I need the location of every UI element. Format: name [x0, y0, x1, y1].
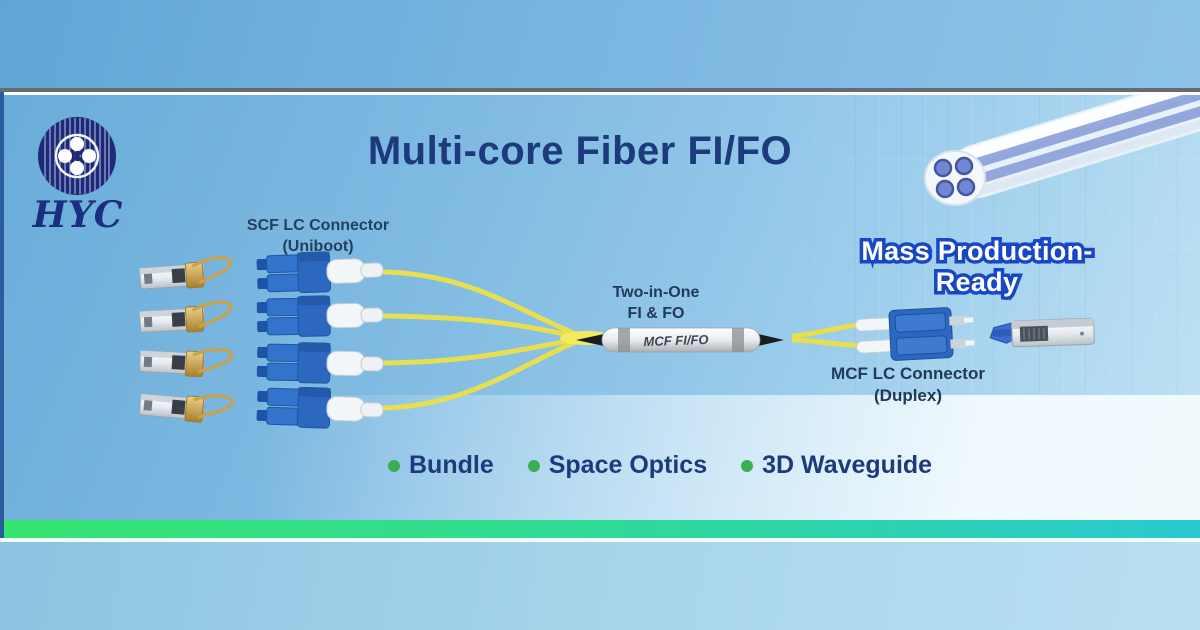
scf-lc-uniboot-connector-image [256, 294, 387, 338]
mcf-fifo-device-image [576, 327, 784, 353]
top-background-band [0, 0, 1200, 88]
hyc-logo-icon [38, 117, 116, 195]
scf-lc-uniboot-connector-image [256, 341, 387, 385]
top-divider-white [0, 92, 1200, 96]
gradient-accent-bar [0, 520, 1200, 538]
left-edge-strip [0, 92, 4, 538]
scf-connector-line1: SCF LC Connector [246, 217, 390, 234]
feature-item-bundle: Bundle [388, 451, 494, 480]
two-in-one-line1: Two-in-One [612, 284, 700, 301]
bottom-background-band [0, 542, 1200, 630]
scf-connector-callout: SCF LC Connector (Uniboot) [228, 216, 408, 258]
bullet-dot-icon [527, 459, 540, 472]
mass-production-ready-text: Mass Production-Ready Mass Production-Re… [832, 233, 1122, 301]
mass-production-ready-outline: Mass Production-Ready [858, 233, 1096, 301]
mass-production-ready-fill: Mass Production-Ready [861, 236, 1093, 297]
feature-list: Bundle Space Optics 3D Waveguide [388, 451, 932, 480]
scene-panel: HYC Multi-core Fiber FI/FO [0, 95, 1200, 520]
feature-label: Bundle [409, 451, 494, 479]
feature-label: Space Optics [548, 451, 708, 479]
fiber-cables-graphic [381, 269, 867, 411]
two-in-one-line2: FI & FO [627, 304, 685, 322]
mcf-lc-duplex-connector-image [855, 304, 988, 365]
scf-connector-line2: (Uniboot) [282, 237, 354, 255]
bullet-dot-icon [741, 459, 754, 472]
feature-item-space-optics: Space Optics [527, 451, 708, 480]
two-in-one-callout: Two-in-One FI & FO [571, 283, 741, 325]
feature-item-3d-waveguide: 3D Waveguide [741, 451, 932, 480]
multicore-fiber-cross-section-image [924, 95, 1200, 206]
page-title: Multi-core Fiber FI/FO [367, 129, 793, 173]
sfp-transceiver-image [137, 339, 239, 384]
sfp-transceiver-image [136, 383, 239, 432]
mcf-connector-callout: MCF LC Connector (Duplex) [823, 363, 993, 407]
mcf-connector-line1: MCF LC Connector [831, 364, 985, 383]
sfp-transceiver-image [137, 295, 239, 340]
accent-bar-underline [0, 538, 1200, 542]
scf-lc-uniboot-connector-image [255, 385, 386, 432]
right-transceiver-image [985, 309, 1098, 357]
mcf-connector-line2: (Duplex) [874, 386, 942, 406]
brand-name: HYC [32, 194, 124, 236]
feature-label: 3D Waveguide [762, 451, 933, 479]
bullet-dot-icon [388, 459, 400, 472]
top-divider-dark [0, 88, 1200, 92]
sfp-transceiver-image [137, 251, 240, 298]
